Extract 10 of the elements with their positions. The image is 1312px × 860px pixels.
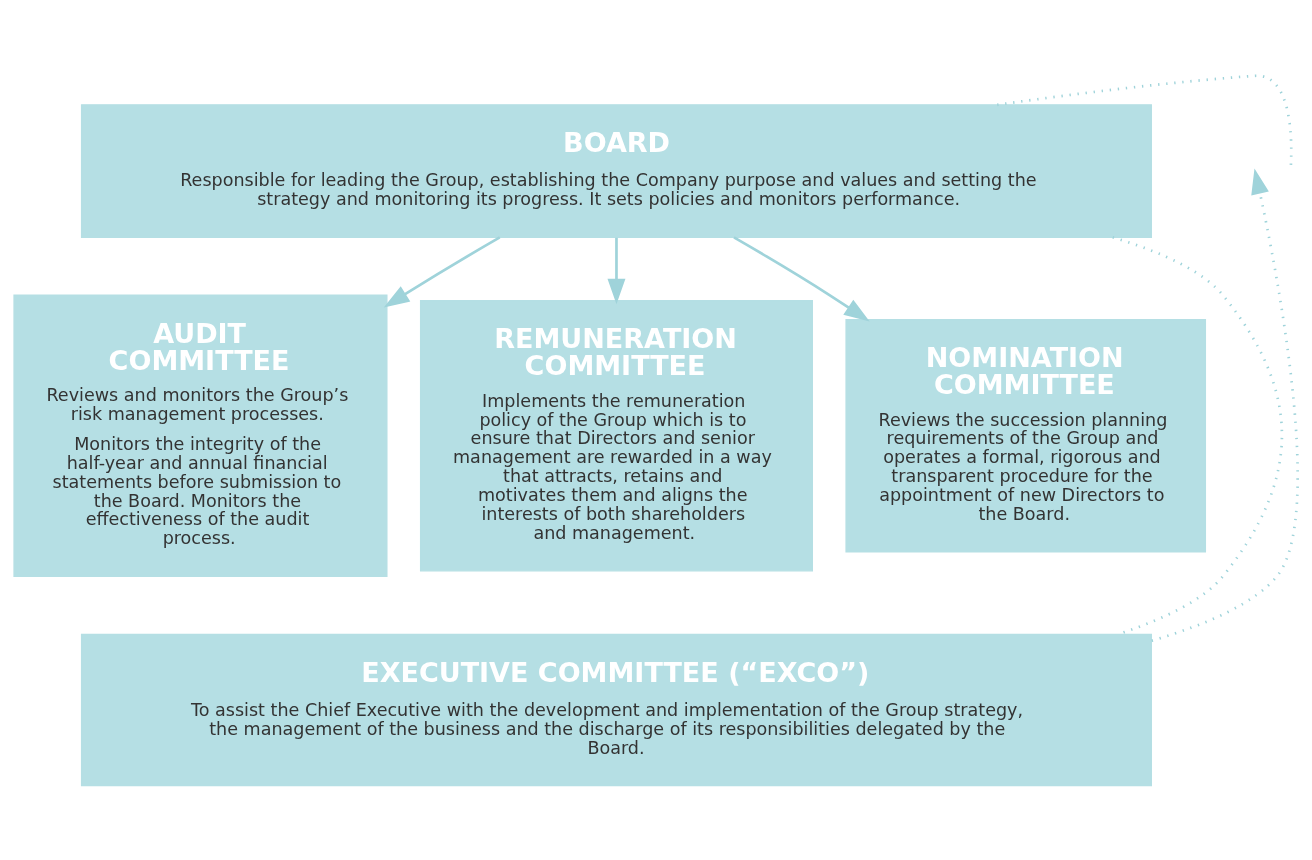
arrow (1151, 167, 1299, 642)
node-box: NOMINATION COMMITTEE Reviews the succession planning requirements of the Group and operates a formal, rigorous and transparent procedure for the appointment of new Directors to the Board. (845, 318, 1207, 553)
connector (1112, 235, 1284, 635)
arrow (733, 235, 870, 322)
node-box: AUDIT COMMITTEE Reviews and monitors the Group’s risk management processes. Monitors the integrity of the half-year and annual financial statements before submission to the Board. Monitors the effectiveness of the audit process. (13, 294, 388, 577)
arrow (383, 235, 501, 308)
arrow (607, 237, 626, 304)
node-box: EXECUTIVE COMMITTEE (“EXCO”) To assist the Chief Executive with the development and implementation of the Group strategy, the management of the business and the discharge of its responsibilities delegated by the Board. (80, 633, 1153, 786)
node-box: REMUNERATION COMMITTEE Implements the remuneration policy of the Group which is to ensure that Directors and senior management are rewarded in a way that attracts, retains and motivates them and aligns the interests of both shareholders and management. (419, 299, 813, 571)
node-box: BOARD Responsible for leading the Group, establishing the Company purpose and values and setting the strategy and monitoring its progress. It sets policies and monitors performance. (80, 103, 1153, 238)
